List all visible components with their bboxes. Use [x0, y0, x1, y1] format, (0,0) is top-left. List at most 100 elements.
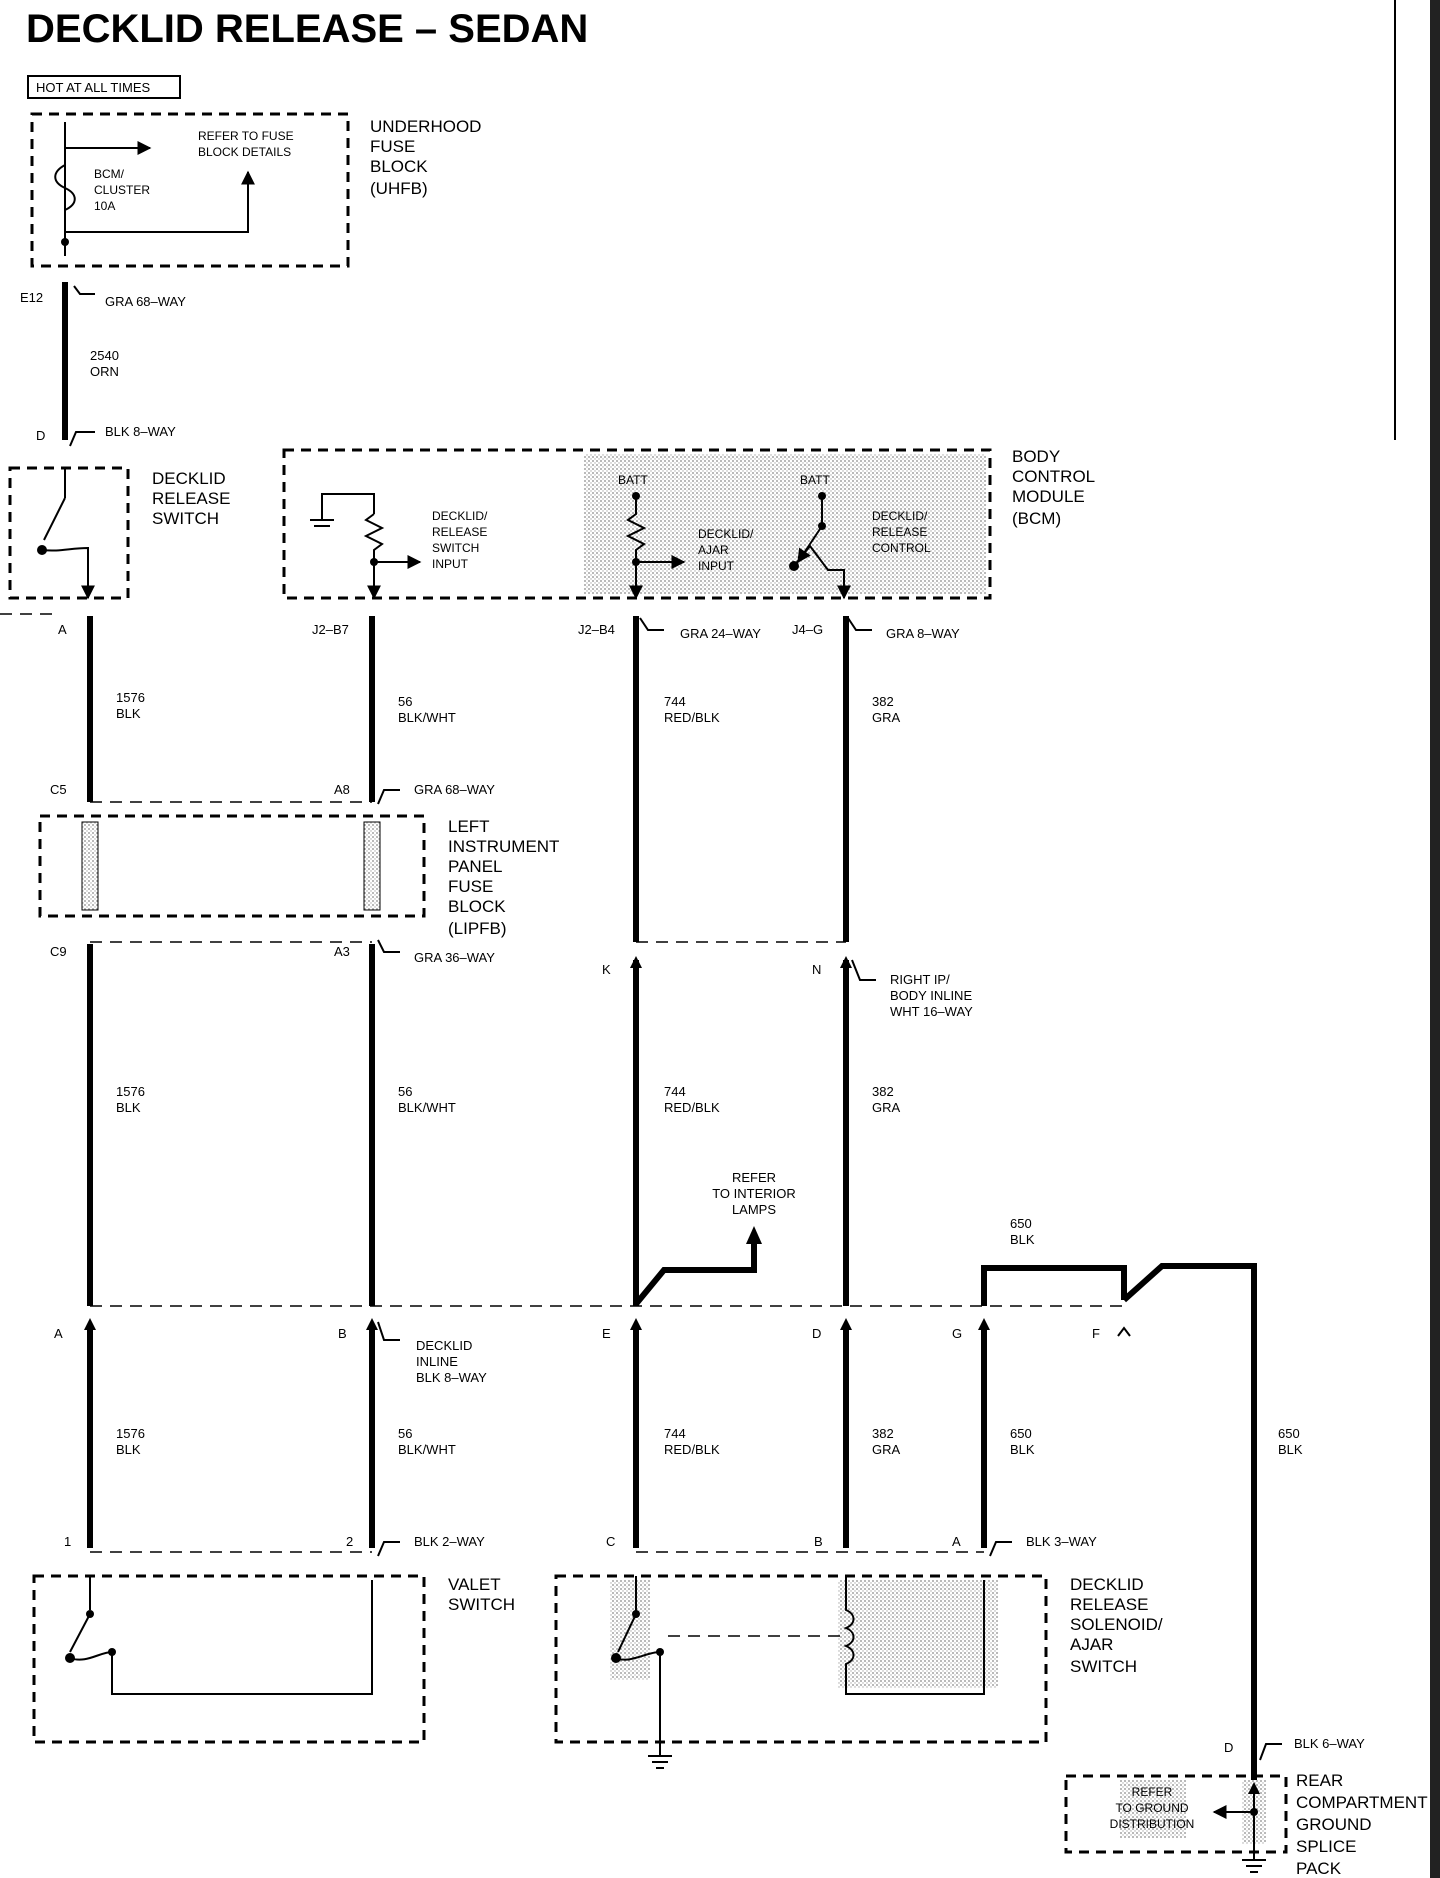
pin-a-bcm: A — [58, 622, 67, 637]
pin-a3: A3 — [334, 944, 350, 959]
refer-interior-lamps: REFER TO INTERIOR LAMPS — [712, 1170, 796, 1217]
inline-b-arrow-icon — [366, 1318, 378, 1330]
conn-valet-marker — [377, 1541, 400, 1557]
svg-text:DECKLID: DECKLID — [416, 1338, 472, 1353]
svg-text:SWITCH: SWITCH — [1070, 1657, 1137, 1676]
pin-e12: E12 — [20, 290, 43, 305]
bcm-input1-label: DECKLID/ RELEASE SWITCH INPUT — [432, 509, 488, 571]
valet-switch-blade-icon — [69, 1613, 91, 1653]
solenoid-coil-icon — [843, 1576, 985, 1695]
svg-text:2540: 2540 — [90, 348, 119, 363]
hot-label: HOT AT ALL TIMES — [36, 80, 150, 95]
page-title: DECKLID RELEASE – SEDAN — [26, 7, 588, 51]
svg-text:DECKLID/: DECKLID/ — [872, 509, 928, 523]
valet-junction-dot — [108, 1648, 116, 1656]
svg-text:RELEASE: RELEASE — [152, 489, 230, 508]
svg-text:744: 744 — [664, 694, 686, 709]
decklid-release-switch-label: DECKLID RELEASE SWITCH — [152, 469, 230, 528]
uhfb-label: UNDERHOOD FUSE BLOCK (UHFB) — [370, 117, 481, 198]
inline-pin-d: D — [812, 1326, 821, 1341]
decklid-release-switch-box — [8, 466, 130, 600]
wire-56-label-1: 56 BLK/WHT — [398, 694, 456, 725]
wire-744-label-1: 744 RED/BLK — [664, 694, 720, 725]
fuse-label: BCM/ CLUSTER 10A — [94, 167, 150, 213]
bcm-control-output — [793, 544, 851, 600]
svg-text:RED/BLK: RED/BLK — [664, 1100, 720, 1115]
ground-pin-d: D — [1224, 1740, 1233, 1755]
svg-text:1576: 1576 — [116, 1426, 145, 1441]
svg-text:744: 744 — [664, 1426, 686, 1441]
wire-650-ground-run — [1121, 1263, 1257, 1794]
bcm-resistor-icon — [363, 513, 385, 600]
svg-text:WHT 16–WAY: WHT 16–WAY — [890, 1004, 973, 1019]
svg-text:FUSE: FUSE — [448, 877, 493, 896]
svg-text:RED/BLK: RED/BLK — [664, 710, 720, 725]
pin-c5: C5 — [50, 782, 67, 797]
svg-text:REFER TO FUSE: REFER TO FUSE — [198, 129, 294, 143]
pin-j4-g: J4–G — [792, 622, 823, 637]
pin-k-arrow-icon — [630, 956, 642, 968]
valet-switch-box — [32, 1574, 426, 1744]
conn-a8-marker — [377, 789, 400, 805]
svg-text:382: 382 — [872, 694, 894, 709]
svg-text:BCM/: BCM/ — [94, 167, 125, 181]
svg-text:COMPARTMENT: COMPARTMENT — [1296, 1793, 1428, 1812]
switch-output — [41, 546, 95, 600]
svg-text:ORN: ORN — [90, 364, 119, 379]
svg-text:PANEL: PANEL — [448, 857, 503, 876]
wire-56-label-2: 56 BLK/WHT — [398, 1084, 456, 1115]
pin-j2-b7: J2–B7 — [312, 622, 349, 637]
bcm-input2-dot — [632, 558, 640, 566]
svg-text:BLK: BLK — [1278, 1442, 1303, 1457]
ground-pin-arrow-icon — [1248, 1782, 1260, 1794]
svg-text:RELEASE: RELEASE — [432, 525, 487, 539]
svg-text:RIGHT IP/: RIGHT IP/ — [890, 972, 950, 987]
svg-text:(BCM): (BCM) — [1012, 509, 1061, 528]
valet-pin-1: 1 — [64, 1534, 71, 1549]
svg-text:REFER: REFER — [1132, 1785, 1173, 1799]
bcm-control-pivot-dot — [818, 522, 826, 530]
svg-text:382: 382 — [872, 1084, 894, 1099]
svg-text:INSTRUMENT: INSTRUMENT — [448, 837, 559, 856]
conn-a3-marker — [377, 939, 400, 953]
svg-text:REFER: REFER — [732, 1170, 776, 1185]
switch-blade-icon — [43, 497, 66, 541]
conn-d-top-label: BLK 8–WAY — [105, 424, 176, 439]
svg-text:BLK 8–WAY: BLK 8–WAY — [416, 1370, 487, 1385]
wire-56-label-3: 56 BLK/WHT — [398, 1426, 456, 1457]
svg-text:GROUND: GROUND — [1296, 1815, 1372, 1834]
svg-text:RELEASE: RELEASE — [872, 525, 927, 539]
hot-label-box — [27, 75, 181, 99]
svg-text:SWITCH: SWITCH — [432, 541, 479, 555]
bcm-cluster-fuse-icon — [54, 164, 76, 211]
svg-text:SPLICE: SPLICE — [1296, 1837, 1356, 1856]
valet-switch-label: VALET SWITCH — [448, 1575, 515, 1614]
ground-splice-box — [1064, 1774, 1288, 1854]
svg-text:SWITCH: SWITCH — [448, 1595, 515, 1614]
svg-text:PACK: PACK — [1296, 1859, 1342, 1878]
bcm-control-label: DECKLID/ RELEASE CONTROL — [872, 509, 931, 555]
svg-text:BLK/WHT: BLK/WHT — [398, 710, 456, 725]
svg-text:TO GROUND: TO GROUND — [1115, 1801, 1188, 1815]
conn-d-top-marker — [69, 431, 95, 447]
wire-650-label-3: 650 BLK — [1010, 1426, 1035, 1457]
lipfb-box — [38, 814, 426, 918]
svg-text:AJAR: AJAR — [1070, 1635, 1113, 1654]
svg-text:56: 56 — [398, 1084, 412, 1099]
svg-text:BLOCK DETAILS: BLOCK DETAILS — [198, 145, 291, 159]
pin-c9: C9 — [50, 944, 67, 959]
solenoid-box — [554, 1574, 1048, 1744]
pin-d-top: D — [36, 428, 45, 443]
lipfb-label: LEFT INSTRUMENT PANEL FUSE BLOCK (LIPFB) — [448, 817, 559, 938]
inline-g-arrow-icon — [978, 1318, 990, 1330]
svg-text:1576: 1576 — [116, 690, 145, 705]
conn-ground-marker — [1259, 1743, 1282, 1761]
bcm-input1-dot — [370, 558, 378, 566]
conn-j4g-marker — [847, 617, 872, 631]
conn-ground-label: BLK 6–WAY — [1294, 1736, 1365, 1751]
svg-text:DECKLID: DECKLID — [152, 469, 226, 488]
conn-e12-label: GRA 68–WAY — [105, 294, 186, 309]
inline-pin-b: B — [338, 1326, 347, 1341]
svg-text:650: 650 — [1010, 1426, 1032, 1441]
svg-text:INPUT: INPUT — [698, 559, 735, 573]
